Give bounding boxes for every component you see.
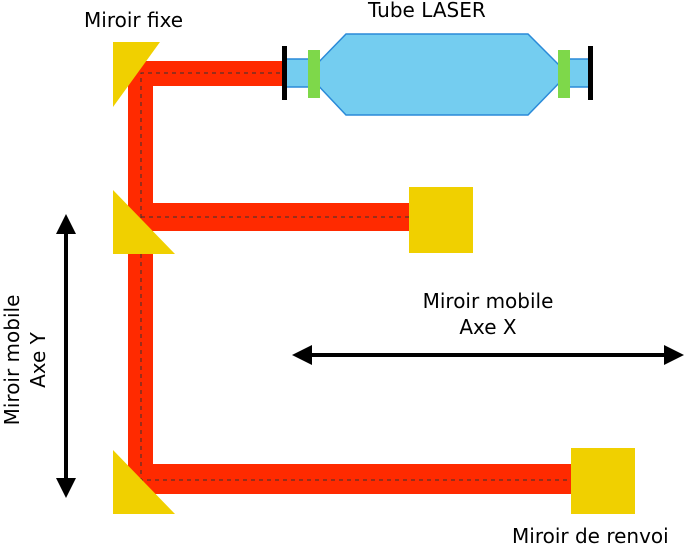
mobile-mirror-x-block xyxy=(409,187,473,253)
mobile-mirror-y-label-line1: Miroir mobile xyxy=(0,295,24,426)
return-mirror-block xyxy=(571,448,635,514)
mobile-mirror-x-label-line2: Axe X xyxy=(459,315,517,339)
fixed-mirror xyxy=(113,42,160,107)
mobile-mirror-y-lower xyxy=(113,450,175,514)
return-mirror-label: Miroir de renvoi xyxy=(512,524,669,544)
beam-bottom-horizontal xyxy=(128,464,576,494)
laser-tube-left-end-cap xyxy=(282,46,287,100)
laser-tube-right-end-cap xyxy=(588,46,593,100)
laser-tube-body xyxy=(311,33,564,116)
mobile-mirror-x-label-line1: Miroir mobile xyxy=(423,289,554,313)
laser-tube-label: Tube LASER xyxy=(367,0,486,22)
mirrors xyxy=(113,42,635,514)
fixed-mirror-label: Miroir fixe xyxy=(84,8,183,32)
beam-center-line xyxy=(140,72,576,481)
laser-beams xyxy=(128,61,576,496)
laser-tube-right-window xyxy=(558,50,570,98)
laser-tube xyxy=(282,33,593,116)
mobile-mirror-y-upper xyxy=(113,190,175,254)
beam-vertical-lower xyxy=(128,231,153,496)
mobile-mirror-y-label-line2: Axe Y xyxy=(26,331,50,388)
laser-tube-left-window xyxy=(308,50,320,98)
